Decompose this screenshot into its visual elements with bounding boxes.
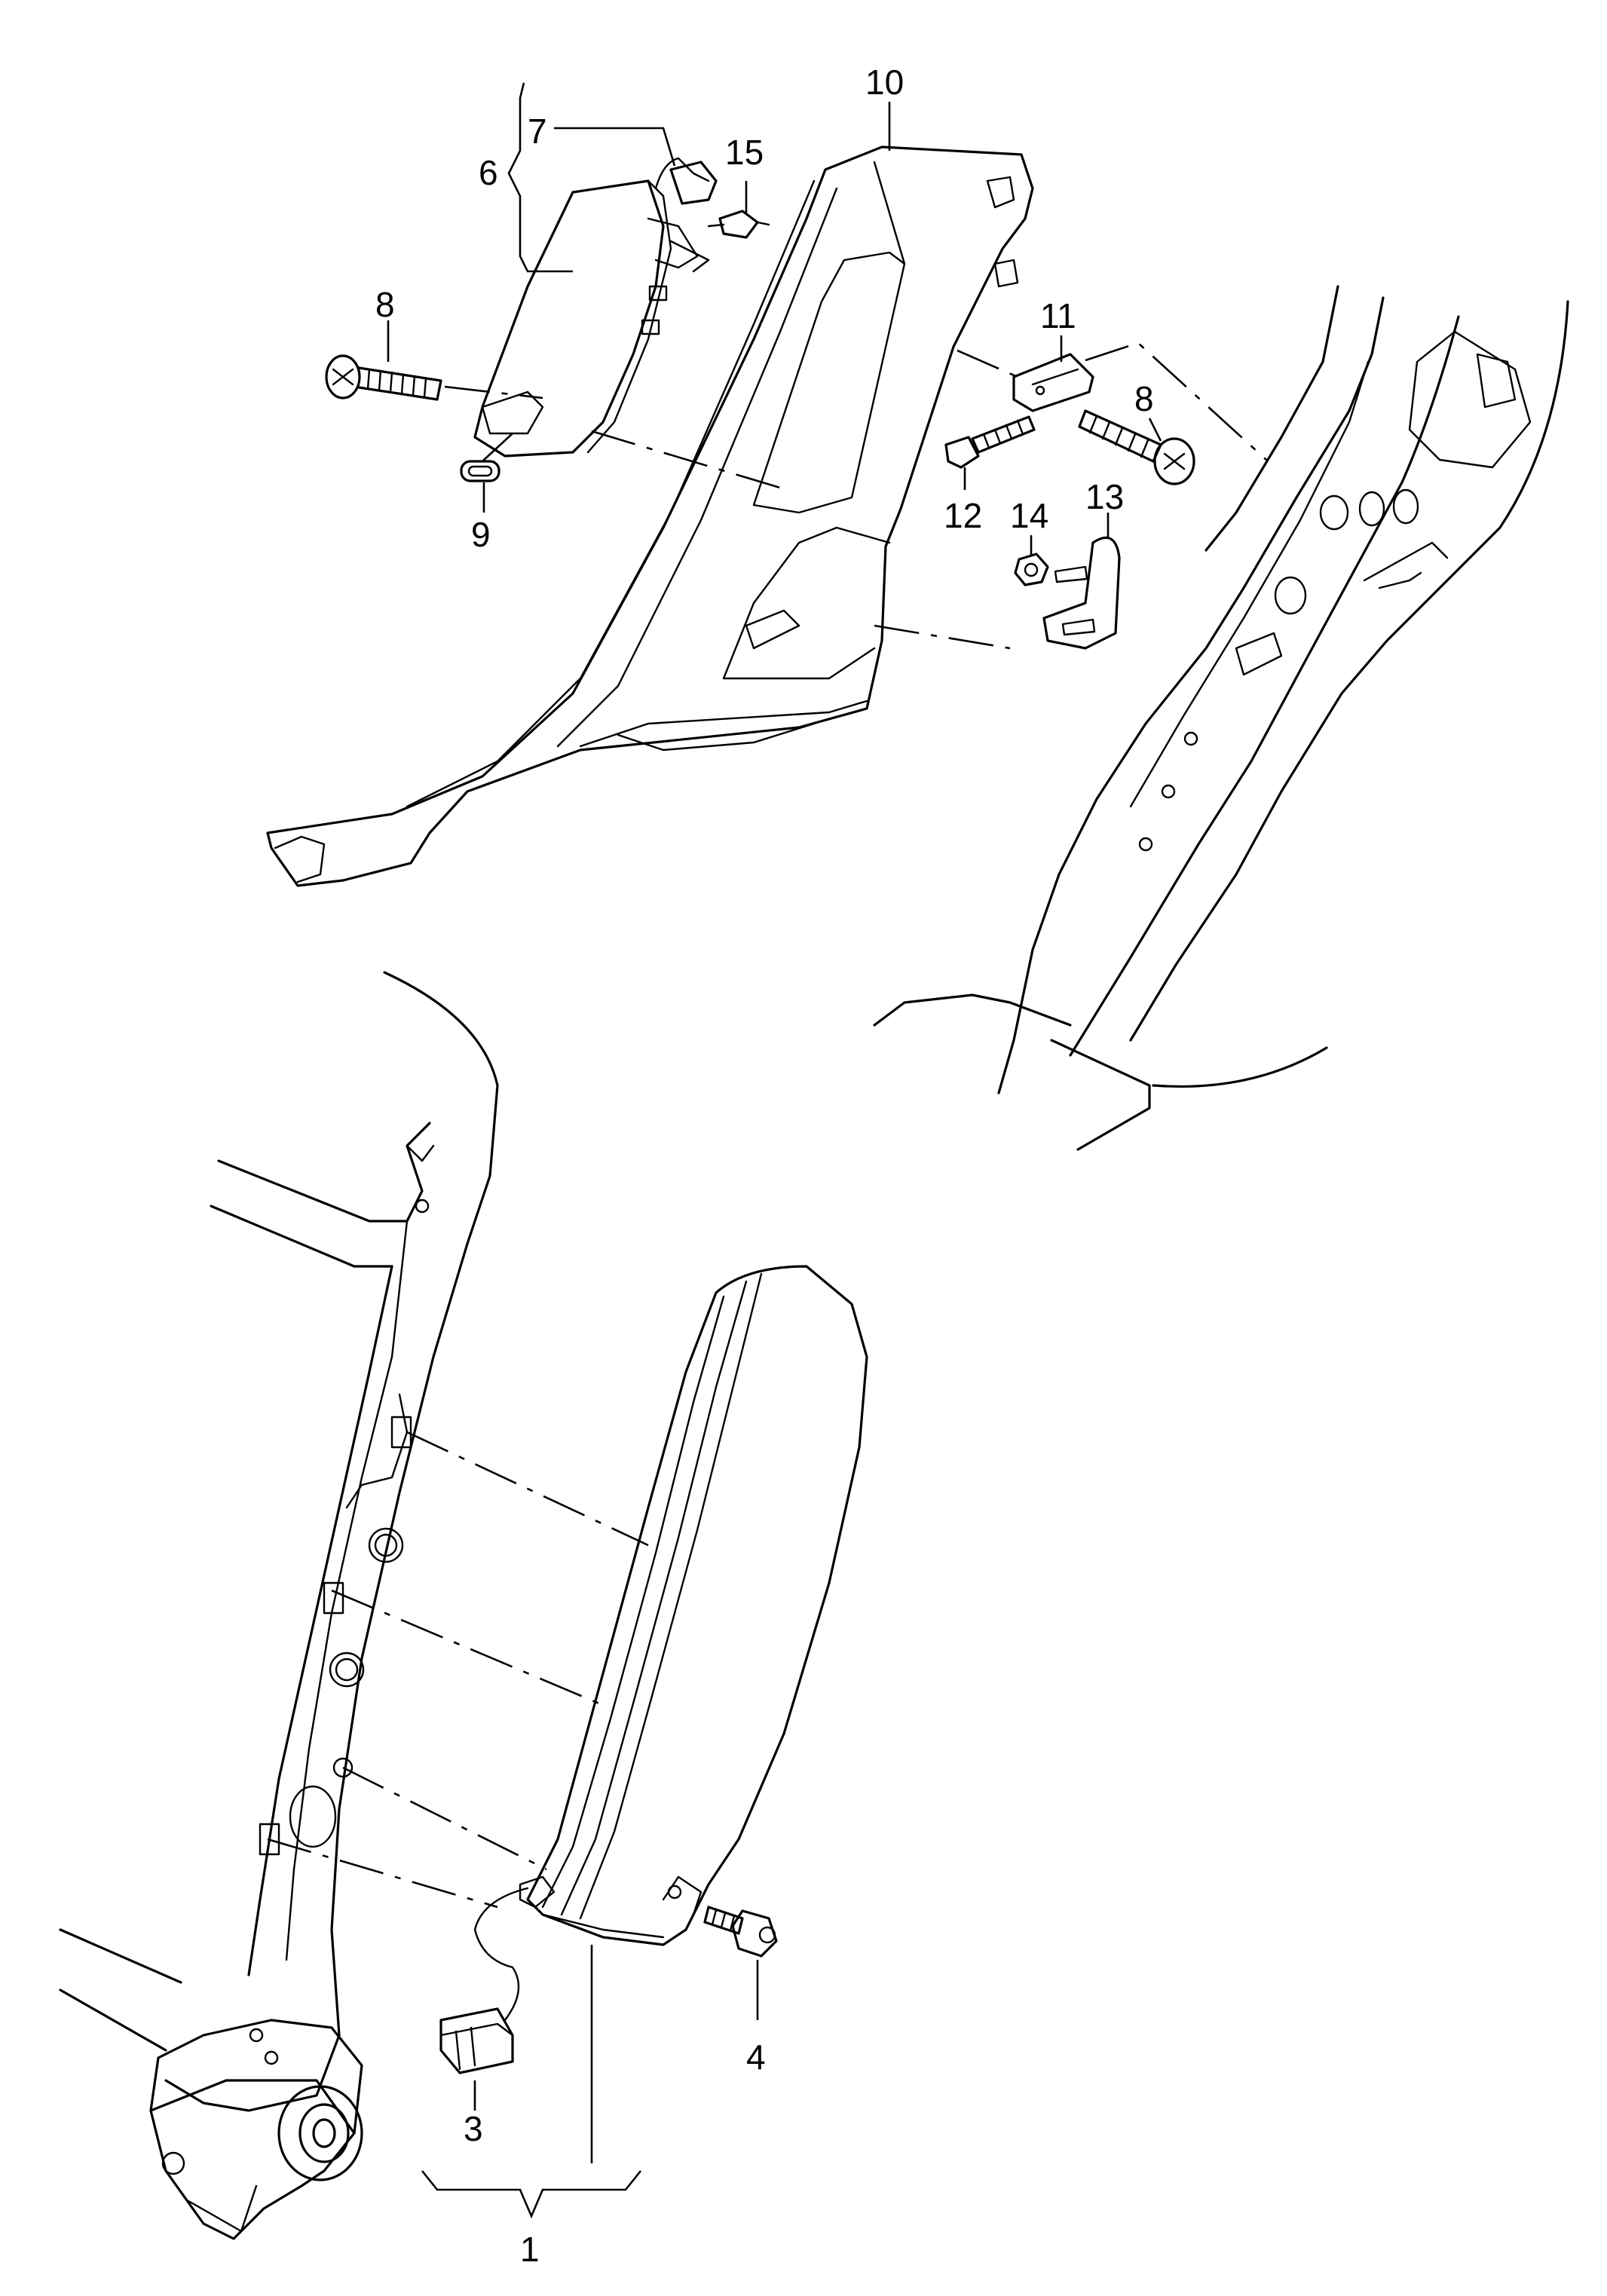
callout-labels: 1 3 4 6 7 8 8 9 10 11 12 13 14 15 xyxy=(375,63,1154,2269)
vehicle-body-pillar xyxy=(873,285,1569,1151)
callout-10: 10 xyxy=(865,63,904,102)
callout-7: 7 xyxy=(528,112,547,151)
grommet-9 xyxy=(460,460,500,482)
alignment-lines xyxy=(267,341,1267,1909)
callout-15: 15 xyxy=(725,133,764,172)
leader-lines xyxy=(387,82,1162,2219)
bolt-8-left xyxy=(325,354,442,401)
nut-14 xyxy=(1014,553,1049,586)
callout-3: 3 xyxy=(464,2109,483,2148)
callout-8-right: 8 xyxy=(1134,379,1154,418)
bolt-4 xyxy=(703,1906,778,1958)
wiring-connector-7 xyxy=(654,157,718,205)
stud-bracket-13 xyxy=(1042,536,1121,650)
callout-11: 11 xyxy=(1040,296,1076,335)
callout-4: 4 xyxy=(746,2037,766,2077)
bracket-11 xyxy=(1012,353,1094,412)
pillar-trim-panel xyxy=(266,145,1034,887)
callout-9: 9 xyxy=(471,515,491,554)
screw-12 xyxy=(944,415,1036,469)
curtain-airbag-module xyxy=(473,179,710,458)
callout-14: 14 xyxy=(1010,496,1048,535)
bolt-8-right xyxy=(1078,409,1195,485)
callout-1: 1 xyxy=(520,2230,540,2269)
clip-15 xyxy=(707,210,770,239)
callout-12: 12 xyxy=(944,496,982,535)
callout-6: 6 xyxy=(479,153,498,192)
seat-backrest-frame xyxy=(59,971,499,2240)
wiring-connector-3 xyxy=(439,1887,529,2074)
callout-8-left: 8 xyxy=(375,285,395,324)
side-airbag-module xyxy=(519,1265,868,1946)
callout-13: 13 xyxy=(1085,477,1124,516)
